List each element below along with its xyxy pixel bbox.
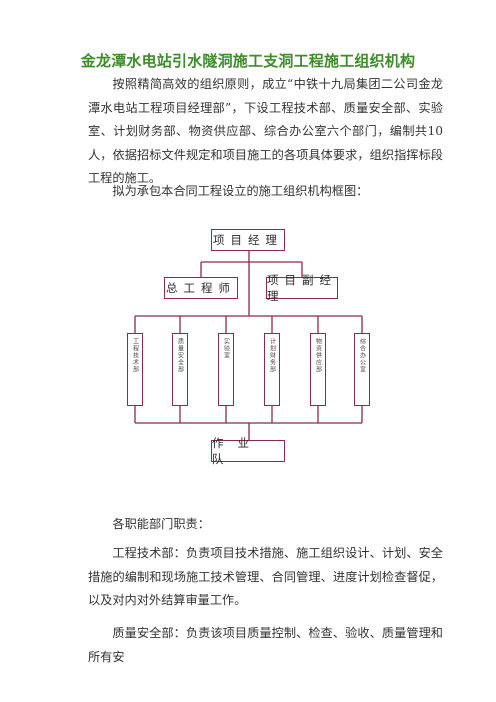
intro-paragraph: 按照精简高效的组织原则，成立“中铁十九局集团二公司金龙潭水电站工程项目经理部”，… [88,77,443,185]
dept-box-quality-safety: 质量安全部 [172,333,188,406]
dept-label: 实验室 [222,338,230,359]
dept-label: 计划财务部 [268,338,276,373]
document-title: 金龙潭水电站引水隧洞施工支洞工程施工组织机构 [80,52,416,70]
dept-box-materials: 物资供应部 [310,333,326,406]
dept-label: 物资供应部 [314,338,322,373]
dept-label: 质量安全部 [176,338,184,373]
deputy-manager-box: 项目副经理 [266,273,338,303]
dept-label: 工程技术部 [131,338,139,373]
dept-box-laboratory: 实验室 [218,333,234,406]
project-manager-box: 项目经理 [211,229,285,251]
duties-heading: 各职能部门职责： [112,517,210,531]
dept-box-office: 综合办公室 [354,333,370,406]
work-team-box: 作业队 [211,436,285,466]
chart-caption: 拟为承包本合同工程设立的施工组织机构框图： [112,184,369,198]
chief-engineer-box: 总工程师 [164,277,238,299]
dept-box-finance: 计划财务部 [264,333,280,406]
engineering-dept-duties: 工程技术部：负责项目技术措施、施工组织设计、计划、安全措施的编制和现场施工技术管… [88,546,443,607]
dept-box-engineering: 工程技术部 [127,333,143,406]
dept-label: 综合办公室 [358,338,366,373]
quality-dept-duties: 质量安全部：负责该项目质量控制、检查、验收、质量管理和所有安 [88,626,443,664]
